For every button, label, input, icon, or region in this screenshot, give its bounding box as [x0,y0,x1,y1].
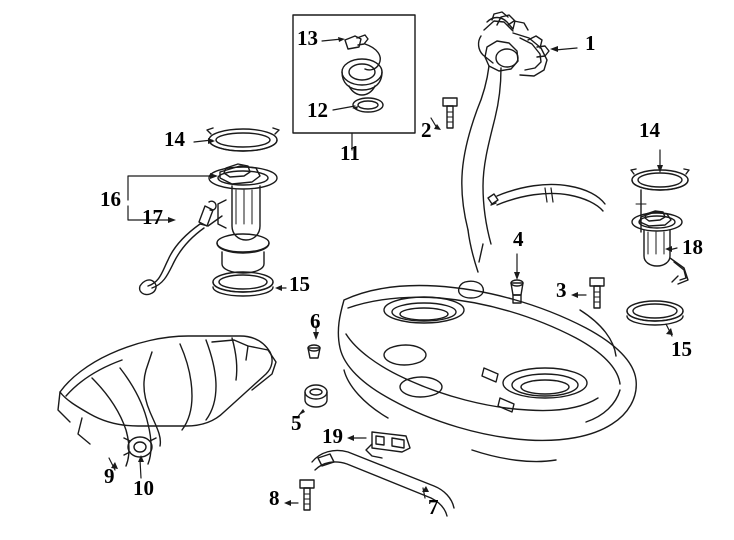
vent-hose [496,183,606,205]
part-1-filler-tube [461,65,490,231]
part-17-float [138,279,157,296]
part-9-heat-shield [59,335,273,427]
part-1-flange [512,32,548,77]
callout-9: 9 [104,464,115,488]
tank-opening-left [383,296,465,324]
part-17-sender-arm [147,223,201,287]
callout-6: 6 [310,309,321,333]
callout-4: 4 [513,227,524,251]
part-1-filler-neck [486,16,514,30]
part-18-bracket [669,257,689,285]
callout-12: 12 [307,98,328,122]
callout-13: 13 [297,26,318,50]
part-3-bolt-head [589,277,605,287]
callout-8: 8 [269,486,280,510]
part-19-bracket [371,431,411,453]
callout-17: 17 [142,205,163,229]
pump-body [231,185,261,241]
fuel-tank-body [337,284,637,442]
callout-1: 1 [585,31,596,55]
callout-3: 3 [556,278,567,302]
callout-18: 18 [682,235,703,259]
callout-19: 19 [322,424,343,448]
callout-16: 16 [100,187,121,211]
callout-14-right: 14 [639,118,660,142]
part-12-cap-body [341,58,383,86]
part-5-grommet [304,384,328,400]
part-2-bolt-head [442,97,458,107]
part-8-bolt-head [299,479,315,489]
part-10-grommet [127,436,153,458]
callout-7: 7 [428,495,439,519]
callout-15-left: 15 [289,272,310,296]
callout-5: 5 [291,411,302,435]
part-12-seal-ring [352,97,384,113]
callout-2: 2 [421,118,432,142]
inset-box-11 [292,14,416,134]
callout-14-left: 14 [164,127,185,151]
part-7-strap [311,449,455,509]
tank-opening-right [502,367,588,399]
callout-15-right: 15 [671,337,692,361]
callout-11: 11 [340,141,360,165]
part-6-plug [307,347,321,359]
part-13-clip [344,35,362,50]
callout-10: 10 [133,476,154,500]
